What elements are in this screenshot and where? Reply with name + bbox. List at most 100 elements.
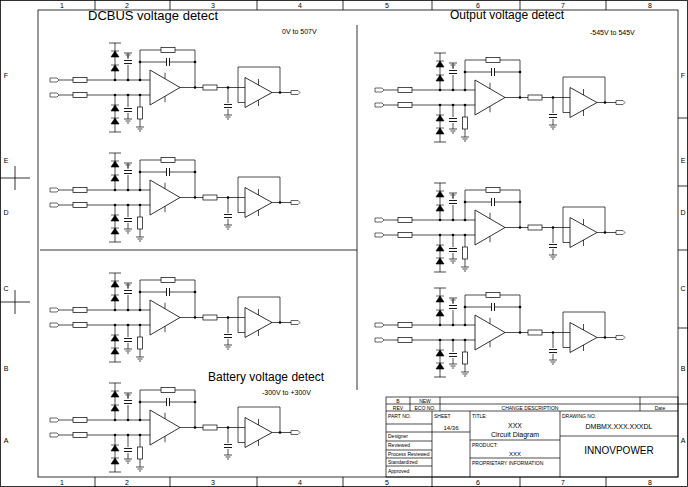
capacitor-gap xyxy=(124,401,132,404)
junction-dot xyxy=(139,401,142,404)
resistor-symbol xyxy=(73,78,87,83)
wire xyxy=(272,202,291,203)
wire xyxy=(453,123,454,129)
capacitor-symbol xyxy=(224,215,232,218)
capacitor-gap xyxy=(167,168,170,176)
capacitor-symbol xyxy=(124,171,132,174)
capacitor-gap xyxy=(124,109,132,112)
diode-symbol xyxy=(111,228,119,234)
wire xyxy=(128,205,129,217)
zone-letter: E xyxy=(4,157,9,164)
wire xyxy=(128,65,129,80)
wire xyxy=(553,249,554,255)
wire xyxy=(440,53,441,90)
ground-symbol xyxy=(124,393,132,397)
capacitor-gap xyxy=(492,303,495,311)
wire xyxy=(490,106,491,112)
wire xyxy=(109,362,121,363)
capacitor-symbol xyxy=(224,445,232,448)
ground-symbol xyxy=(224,115,232,119)
capacitor-symbol xyxy=(124,109,132,112)
capacitor-gap xyxy=(167,288,170,296)
capacitor-symbol xyxy=(224,105,232,108)
capacitor-symbol xyxy=(167,398,170,406)
wire xyxy=(238,67,280,103)
capacitor-gap xyxy=(224,445,232,448)
resistor-symbol xyxy=(463,117,468,129)
wire xyxy=(434,272,446,273)
wire xyxy=(272,322,291,323)
title-field: PRODUCT: xyxy=(472,443,498,448)
wire xyxy=(165,206,166,212)
capacitor-symbol xyxy=(449,249,457,252)
wire xyxy=(597,337,616,338)
wire xyxy=(140,160,195,198)
junction-dot xyxy=(519,201,522,204)
resistor-symbol xyxy=(73,203,87,208)
junction-dot xyxy=(139,309,142,312)
wire xyxy=(434,183,446,184)
resistor-symbol xyxy=(138,337,143,349)
wire xyxy=(434,53,446,54)
wire xyxy=(115,383,116,420)
junction-dot xyxy=(139,189,142,192)
ground-symbol xyxy=(124,163,132,167)
wire xyxy=(228,428,229,444)
ground-symbol xyxy=(124,349,132,353)
resistor-symbol xyxy=(138,447,143,459)
wire xyxy=(465,295,520,333)
wire xyxy=(453,63,454,69)
wire xyxy=(553,228,554,244)
zone-number: 1 xyxy=(60,479,64,486)
wire xyxy=(583,89,584,95)
wire xyxy=(553,354,554,360)
net-flag xyxy=(50,308,59,312)
title-field: DRAWING NO. xyxy=(562,414,596,419)
zone-number: 8 xyxy=(648,2,652,9)
resistor-symbol xyxy=(138,217,143,229)
wire xyxy=(238,177,280,213)
zone-letter: F xyxy=(681,72,685,79)
capacitor-symbol xyxy=(124,219,132,222)
net-flag xyxy=(291,201,300,205)
capacitor-symbol xyxy=(124,291,132,294)
wire xyxy=(453,340,454,352)
capacitor-symbol xyxy=(167,168,170,176)
resistor-symbol xyxy=(161,158,175,163)
resistor-symbol xyxy=(398,218,412,223)
wire xyxy=(434,377,446,378)
wire xyxy=(258,309,259,315)
wire xyxy=(490,83,491,89)
wire xyxy=(384,325,475,326)
junction-dot xyxy=(139,324,142,327)
resistor-symbol xyxy=(73,93,87,98)
net-flag xyxy=(616,101,625,105)
wire xyxy=(238,407,280,443)
wire xyxy=(440,340,441,377)
capacitor-symbol xyxy=(549,115,557,118)
capacitor-gap xyxy=(124,291,132,294)
zone-number: 4 xyxy=(298,2,302,9)
junction-dot xyxy=(127,79,130,82)
capacitor-symbol xyxy=(449,119,457,122)
capacitor-gap xyxy=(124,171,132,174)
diode-symbol xyxy=(436,363,444,369)
wire xyxy=(128,325,129,337)
wire xyxy=(128,283,129,289)
junction-dot xyxy=(279,321,282,324)
diode-symbol xyxy=(111,175,119,181)
approval-field: Process Reviewed xyxy=(388,452,429,457)
wire xyxy=(128,343,129,349)
capacitor-symbol xyxy=(549,350,557,353)
wire xyxy=(597,102,616,103)
zone-number: 7 xyxy=(561,479,565,486)
opamp-symbol xyxy=(245,78,272,108)
wire xyxy=(165,436,166,442)
junction-dot xyxy=(127,189,130,192)
wire xyxy=(228,198,229,214)
range-note: -545V to 545V xyxy=(590,29,635,36)
opamp-symbol xyxy=(570,218,597,248)
diode-symbol xyxy=(111,118,119,124)
wire xyxy=(258,100,259,106)
